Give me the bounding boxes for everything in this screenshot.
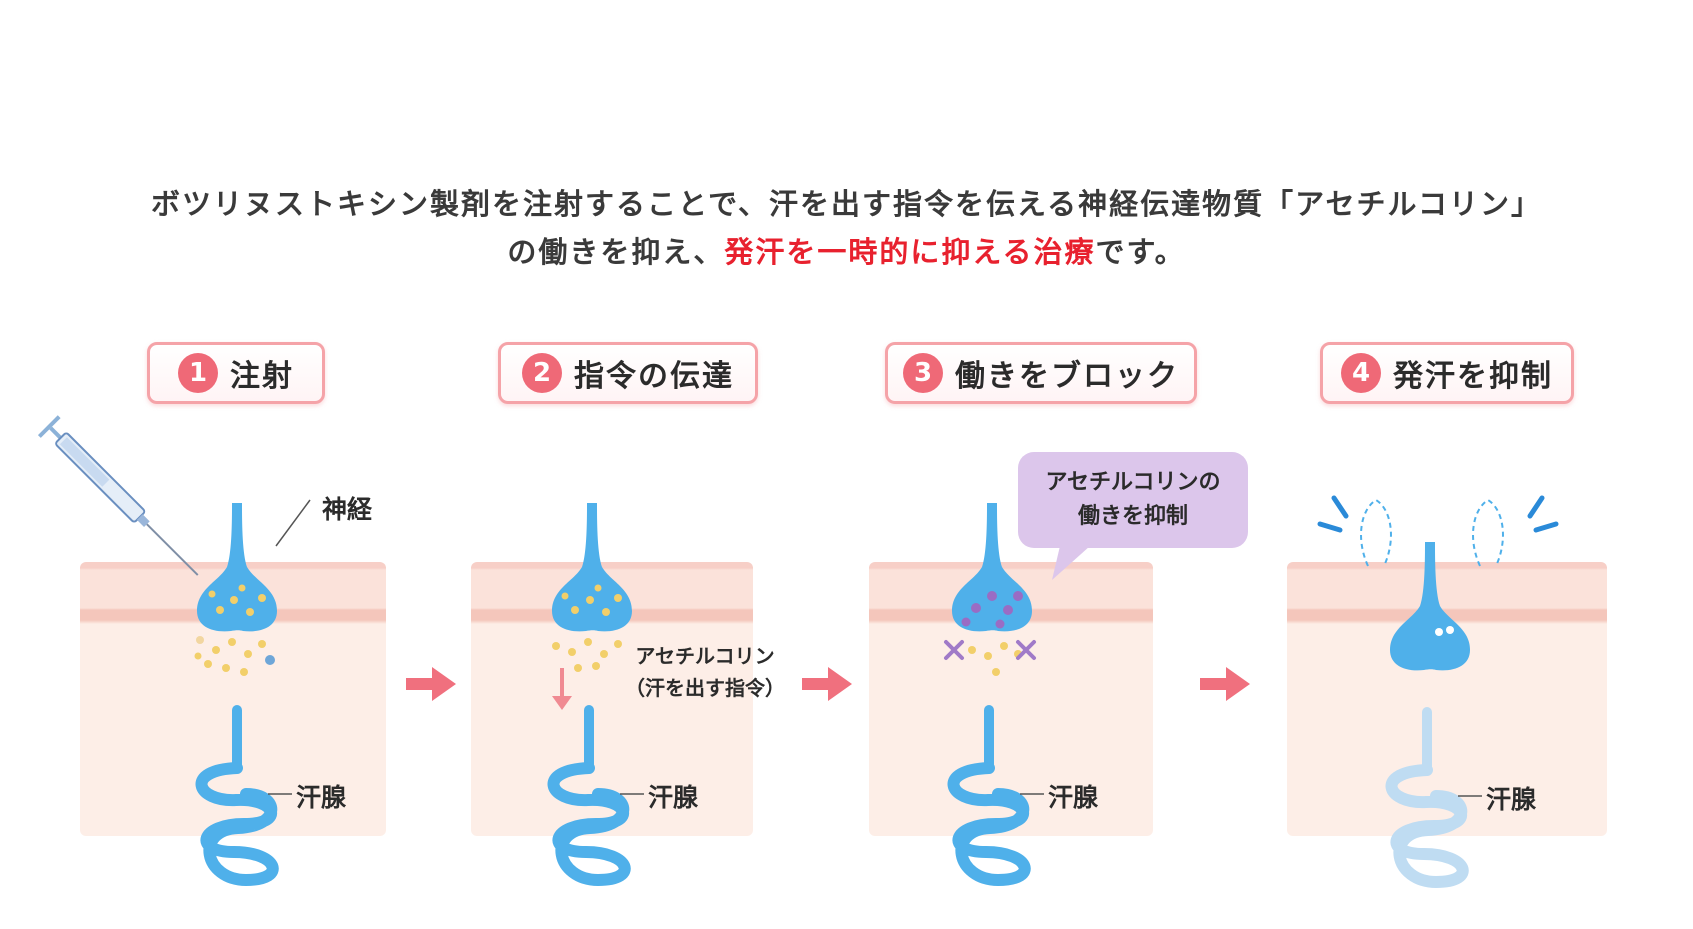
intro-line-2-pre: の働きを抑え、 — [507, 235, 725, 269]
sweat-gland-label-3: 汗腺 — [1048, 783, 1099, 812]
step-1-label: 1 注射 — [147, 342, 325, 404]
sweat-gland-3 — [954, 710, 1025, 880]
step-1-badge: 1 — [178, 353, 218, 393]
nerve-ending-1 — [197, 503, 277, 632]
signal-arrow-icon — [552, 668, 572, 710]
sweat-gland-4 — [1392, 712, 1463, 882]
gland-pointer-lines — [268, 793, 1482, 797]
step-2-label: 2 指令の伝達 — [498, 342, 758, 404]
intro-line-2-post: です。 — [1095, 235, 1186, 269]
intro-highlight: 発汗を一時的に抑える治療 — [724, 235, 1096, 269]
step-4-label: 4 発汗を抑制 — [1320, 342, 1574, 404]
step-4-title: 発汗を抑制 — [1393, 359, 1553, 394]
step-3-title: 働きをブロック — [955, 359, 1179, 394]
sweat-gland-label-2: 汗腺 — [648, 783, 699, 812]
bubble-tail — [1052, 546, 1090, 580]
acetylcholine-note: （汗を出す指令） — [625, 676, 785, 700]
step-3-label: 3 働きをブロック — [885, 342, 1197, 404]
step-2-badge: 2 — [522, 353, 562, 393]
step-1-title: 注射 — [230, 359, 294, 394]
nerve-pointer-line — [275, 499, 311, 547]
sweat-gland-1 — [202, 710, 273, 880]
acetylcholine-dots-2 — [552, 584, 622, 672]
step-2-title: 指令の伝達 — [574, 359, 734, 394]
flow-arrow-icon — [1200, 667, 1250, 701]
sweat-drop-outline-icon — [1360, 498, 1504, 567]
acetylcholine-dots-1 — [194, 584, 266, 676]
speech-bubble: アセチルコリンの 働きを抑制 — [1018, 452, 1248, 548]
syringe-icon — [37, 415, 199, 576]
block-x-icon — [944, 640, 1036, 660]
sparkle-icon — [1317, 495, 1559, 533]
nerve-ending-2 — [552, 503, 632, 632]
bubble-line-2: 働きを抑制 — [1077, 504, 1188, 529]
acetylcholine-label: アセチルコリン （汗を出す指令） — [620, 640, 790, 704]
sweat-gland-label-4: 汗腺 — [1486, 785, 1537, 814]
step-4-badge: 4 — [1341, 353, 1381, 393]
toxin-particle — [265, 655, 275, 665]
intro-text: ボツリヌストキシン製剤を注射することで、汗を出す指令を伝える神経伝達物質「アセチ… — [0, 180, 1693, 276]
acetylcholine-name: アセチルコリン — [635, 644, 775, 668]
sweat-gland-2 — [554, 710, 625, 880]
nerve-label: 神経 — [322, 495, 373, 524]
skin-panel-4 — [1287, 562, 1607, 836]
flow-arrow-icon — [406, 667, 456, 701]
bubble-line-1: アセチルコリンの — [1045, 470, 1221, 495]
blocked-acetylcholine-dots — [961, 591, 1023, 629]
step-3-badge: 3 — [903, 353, 943, 393]
intro-line-1: ボツリヌストキシン製剤を注射することで、汗を出す指令を伝える神経伝達物質「アセチ… — [151, 187, 1542, 221]
sweat-gland-label-1: 汗腺 — [296, 783, 347, 812]
nerve-ending-4 — [1390, 542, 1470, 671]
intro-line-2: の働きを抑え、発汗を一時的に抑える治療です。 — [0, 228, 1693, 276]
flow-arrow-icon — [802, 667, 852, 701]
